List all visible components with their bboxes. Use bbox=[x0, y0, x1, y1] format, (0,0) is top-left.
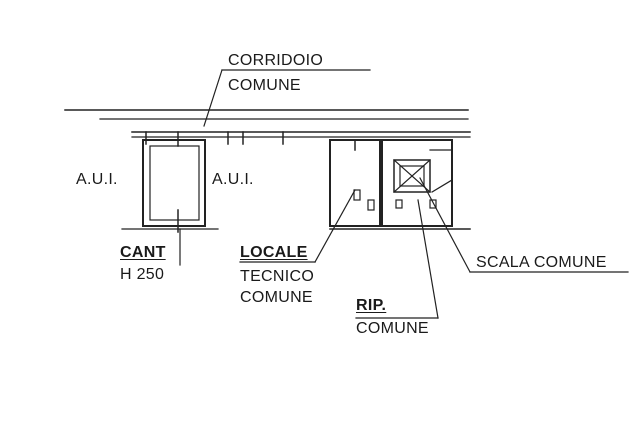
locale-comune-label: COMUNE bbox=[240, 289, 313, 306]
cant-label: CANT bbox=[120, 244, 166, 261]
corridoio-leader bbox=[203, 69, 371, 127]
rip-comune-label: COMUNE bbox=[356, 320, 429, 337]
locale-label: LOCALE bbox=[240, 244, 308, 261]
locale-tecnico-label: TECNICO bbox=[240, 268, 315, 285]
corridor-walls bbox=[64, 109, 471, 138]
cantina-room bbox=[121, 131, 219, 266]
corridoio-label-line2: COMUNE bbox=[228, 77, 301, 94]
scala-comune-label: SCALA COMUNE bbox=[476, 254, 607, 271]
aui-right-label: A.U.I. bbox=[212, 171, 254, 188]
door-marks bbox=[145, 131, 284, 145]
rip-label: RIP. bbox=[356, 297, 387, 314]
cant-height-label: H 250 bbox=[120, 266, 165, 283]
scala-comune-area bbox=[355, 139, 629, 319]
corridoio-label: CORRIDOIO bbox=[228, 52, 324, 69]
aui-left-label: A.U.I. bbox=[76, 171, 118, 188]
